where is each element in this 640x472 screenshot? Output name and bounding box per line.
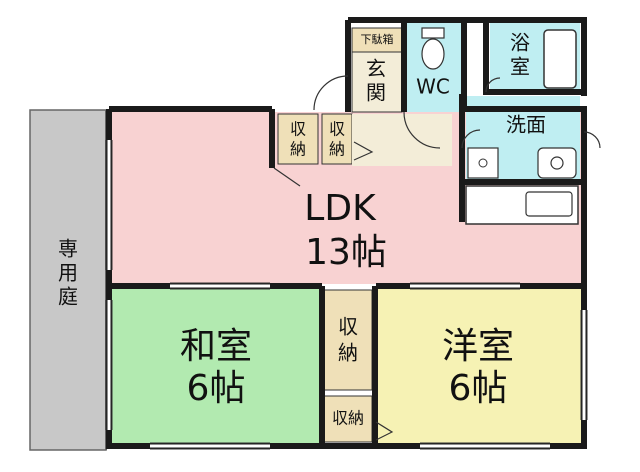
bath-label-1: 浴 [510, 31, 530, 55]
storage-1-label-1: 収 [290, 120, 306, 139]
ldk-label: LDK [304, 188, 377, 229]
storage-4-label: 収納 [332, 409, 364, 428]
washitsu-label: 和室 [180, 326, 252, 367]
genkan-entry [351, 51, 403, 113]
washitsu-size: 6帖 [187, 368, 246, 409]
storage-ldk-2 [321, 113, 353, 165]
bath-label-2: 室 [510, 55, 530, 79]
genkan-area [352, 114, 452, 166]
storage-1-label-2: 納 [290, 140, 306, 159]
garden-label-1: 専 [58, 237, 78, 261]
garden-label-2: 用 [58, 261, 78, 285]
windows [105, 140, 588, 450]
storage-ldk-1 [277, 113, 319, 165]
senyoutei-area [29, 109, 107, 451]
youshitsu-label: 洋室 [442, 326, 514, 367]
garden-label-3: 庭 [58, 285, 78, 309]
getabako-area [351, 27, 403, 53]
youshitsu-size: 6帖 [449, 368, 508, 409]
washing-machine-pan [467, 147, 499, 179]
wash-basin [537, 147, 577, 179]
toilet [421, 38, 445, 70]
genkan-label-1: 玄 [366, 57, 386, 81]
storage-3-label-1: 収 [338, 315, 358, 339]
washroom-label: 洗面 [506, 113, 546, 137]
storage-2-label-1: 収 [329, 120, 345, 139]
doors [273, 75, 601, 441]
washitsu-room [112, 288, 322, 443]
storage-3-label-2: 納 [338, 341, 358, 365]
getabako-label: 下駄箱 [361, 32, 394, 46]
kitchen-sink [525, 191, 573, 217]
wc-label: WC [416, 75, 450, 99]
storage-2-label-2: 納 [329, 140, 345, 159]
youshitsu-room [376, 288, 582, 443]
ldk-size: 13帖 [305, 232, 387, 273]
genkan-label-2: 関 [366, 81, 386, 105]
bathtub [543, 29, 577, 89]
